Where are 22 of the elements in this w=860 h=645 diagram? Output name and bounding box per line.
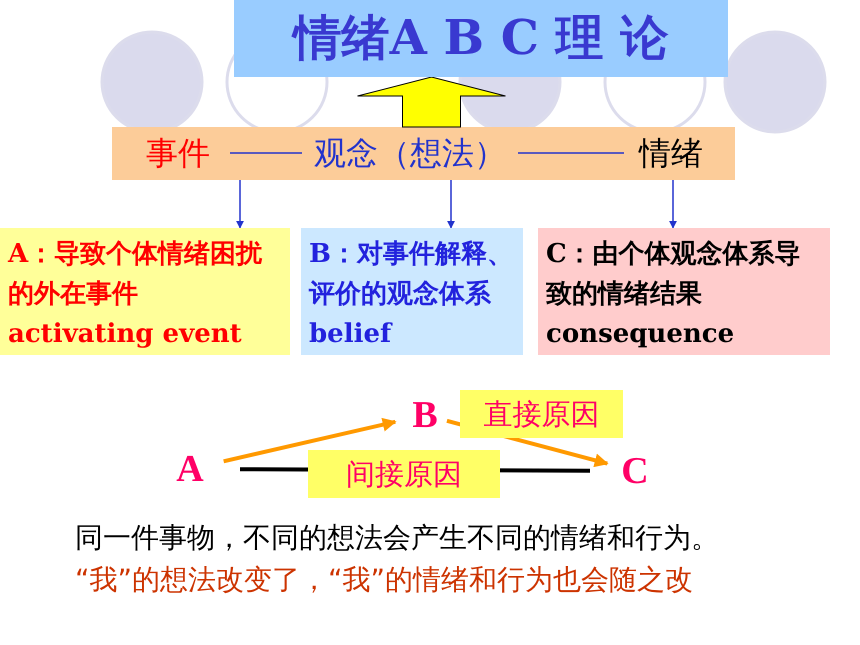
- band-text: 情绪: [632, 128, 710, 178]
- arrow: [669, 180, 677, 229]
- connector-line: [518, 152, 624, 154]
- letter-label: A: [170, 444, 210, 494]
- edge-label: 直接原因: [460, 390, 623, 438]
- band-text: 观念（想法）: [310, 128, 510, 178]
- edge-label: 间接原因: [308, 450, 500, 498]
- note-text: 同一件事物，不同的想法会产生不同的情绪和行为。: [75, 520, 719, 556]
- block-arrow: [357, 76, 506, 128]
- band: [112, 127, 735, 180]
- description-box: A：导致个体情绪困扰的外在事件 activating event: [0, 228, 290, 355]
- arrow: [447, 180, 455, 229]
- letter-label: C: [615, 446, 655, 496]
- description-box: C：由个体观念体系导致的情绪结果 consequence: [538, 228, 830, 355]
- arrow: [223, 418, 397, 464]
- description-box: B：对事件解释、评价的观念体系belief: [301, 228, 523, 355]
- note-text: “我”的想法改变了，“我”的情绪和行为也会随之改: [75, 562, 694, 598]
- arrow: [236, 180, 244, 229]
- band-text: 事件: [138, 128, 218, 178]
- connector-line: [230, 152, 302, 154]
- letter-label: B: [405, 390, 445, 440]
- title-box: 情绪A B C 理 论: [234, 0, 728, 77]
